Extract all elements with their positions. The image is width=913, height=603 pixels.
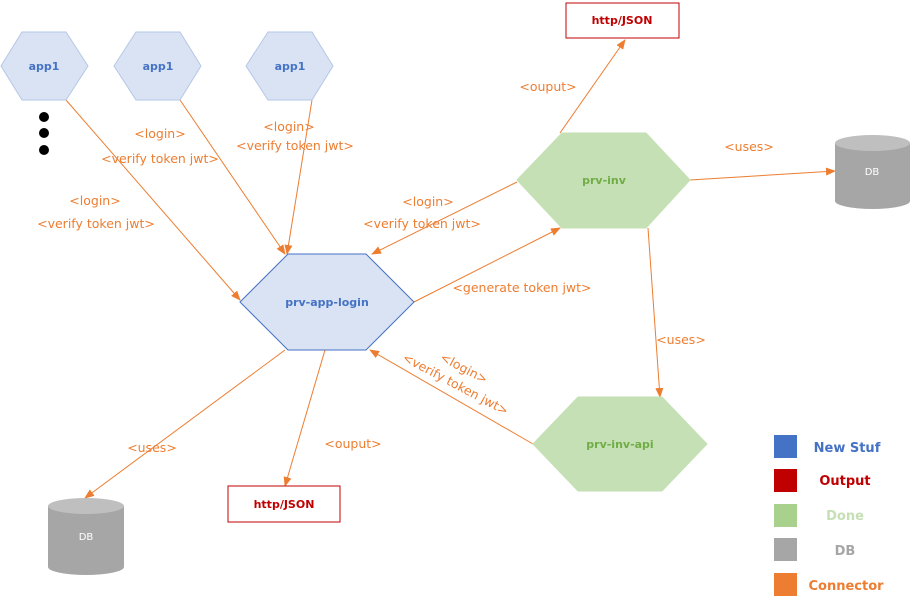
connector-api-login [369,349,534,445]
label-generate: <generate token jwt> [452,280,591,295]
connector-login-output [283,349,326,487]
node-label: DB [865,167,880,178]
label-login: <login> [263,119,314,134]
node-label: prv-inv-api [586,438,653,451]
prv-inv-api-node[interactable]: prv-inv-api [532,396,708,492]
connector-login-inv [413,227,561,303]
label-verify: <verify token jwt> [37,216,155,231]
label-login: <login> [402,194,453,209]
legend-label: Connector [808,579,884,594]
legend-swatch-output [774,469,797,492]
db-right[interactable]: DB [835,135,910,209]
legend-label: Output [819,474,870,489]
prv-app-login-node[interactable]: prv-app-login [239,253,415,351]
node-label: app1 [29,60,60,73]
label-uses: <uses> [724,139,774,154]
connector-inv-output [559,39,626,134]
label-verify: <verify token jwt> [363,216,481,231]
label-verify: <verify token jwt> [101,151,219,166]
connector-app1c-login [284,99,313,255]
node-label: prv-inv [582,174,627,187]
ellipsis-dots [39,112,49,155]
connector-inv-api [647,227,664,398]
label-verify: <verify token jwt> [236,138,354,153]
legend-swatch-db [774,538,797,561]
connector-inv-login [371,181,518,255]
label-ouput: <ouput> [519,79,576,94]
node-label: app1 [275,60,306,73]
legend-label: Done [826,509,864,524]
label-uses: <uses> [127,440,177,455]
db-left[interactable]: DB [48,498,124,575]
legend-swatch-done [774,504,797,527]
node-label: app1 [143,60,174,73]
connector-app1b-login [179,99,286,255]
app1-node-b[interactable]: app1 [113,31,202,101]
label-uses: <uses> [656,332,706,347]
legend-swatch-new [774,435,797,458]
legend-label: New Stuf [814,441,881,456]
label-login: <login> [134,126,185,141]
label-login: <login> [69,193,120,208]
node-label: http/JSON [592,14,653,27]
legend: New Stuf Output Done DB Connector [774,435,884,596]
prv-inv-node[interactable]: prv-inv [516,132,691,229]
node-label: prv-app-login [285,296,369,309]
node-label: DB [79,532,94,543]
connector-inv-db [689,167,836,181]
output-http-json-bottom[interactable]: http/JSON [227,485,341,523]
output-http-json-top[interactable]: http/JSON [565,2,680,39]
connector-app1a-login [65,99,241,301]
app1-node-c[interactable]: app1 [245,31,334,101]
connector-login-db [84,349,286,499]
legend-label: DB [835,544,856,559]
label-ouput: <ouput> [324,436,381,451]
app1-node-a[interactable]: app1 [0,31,89,101]
legend-swatch-connector [774,573,797,596]
node-label: http/JSON [254,498,315,511]
